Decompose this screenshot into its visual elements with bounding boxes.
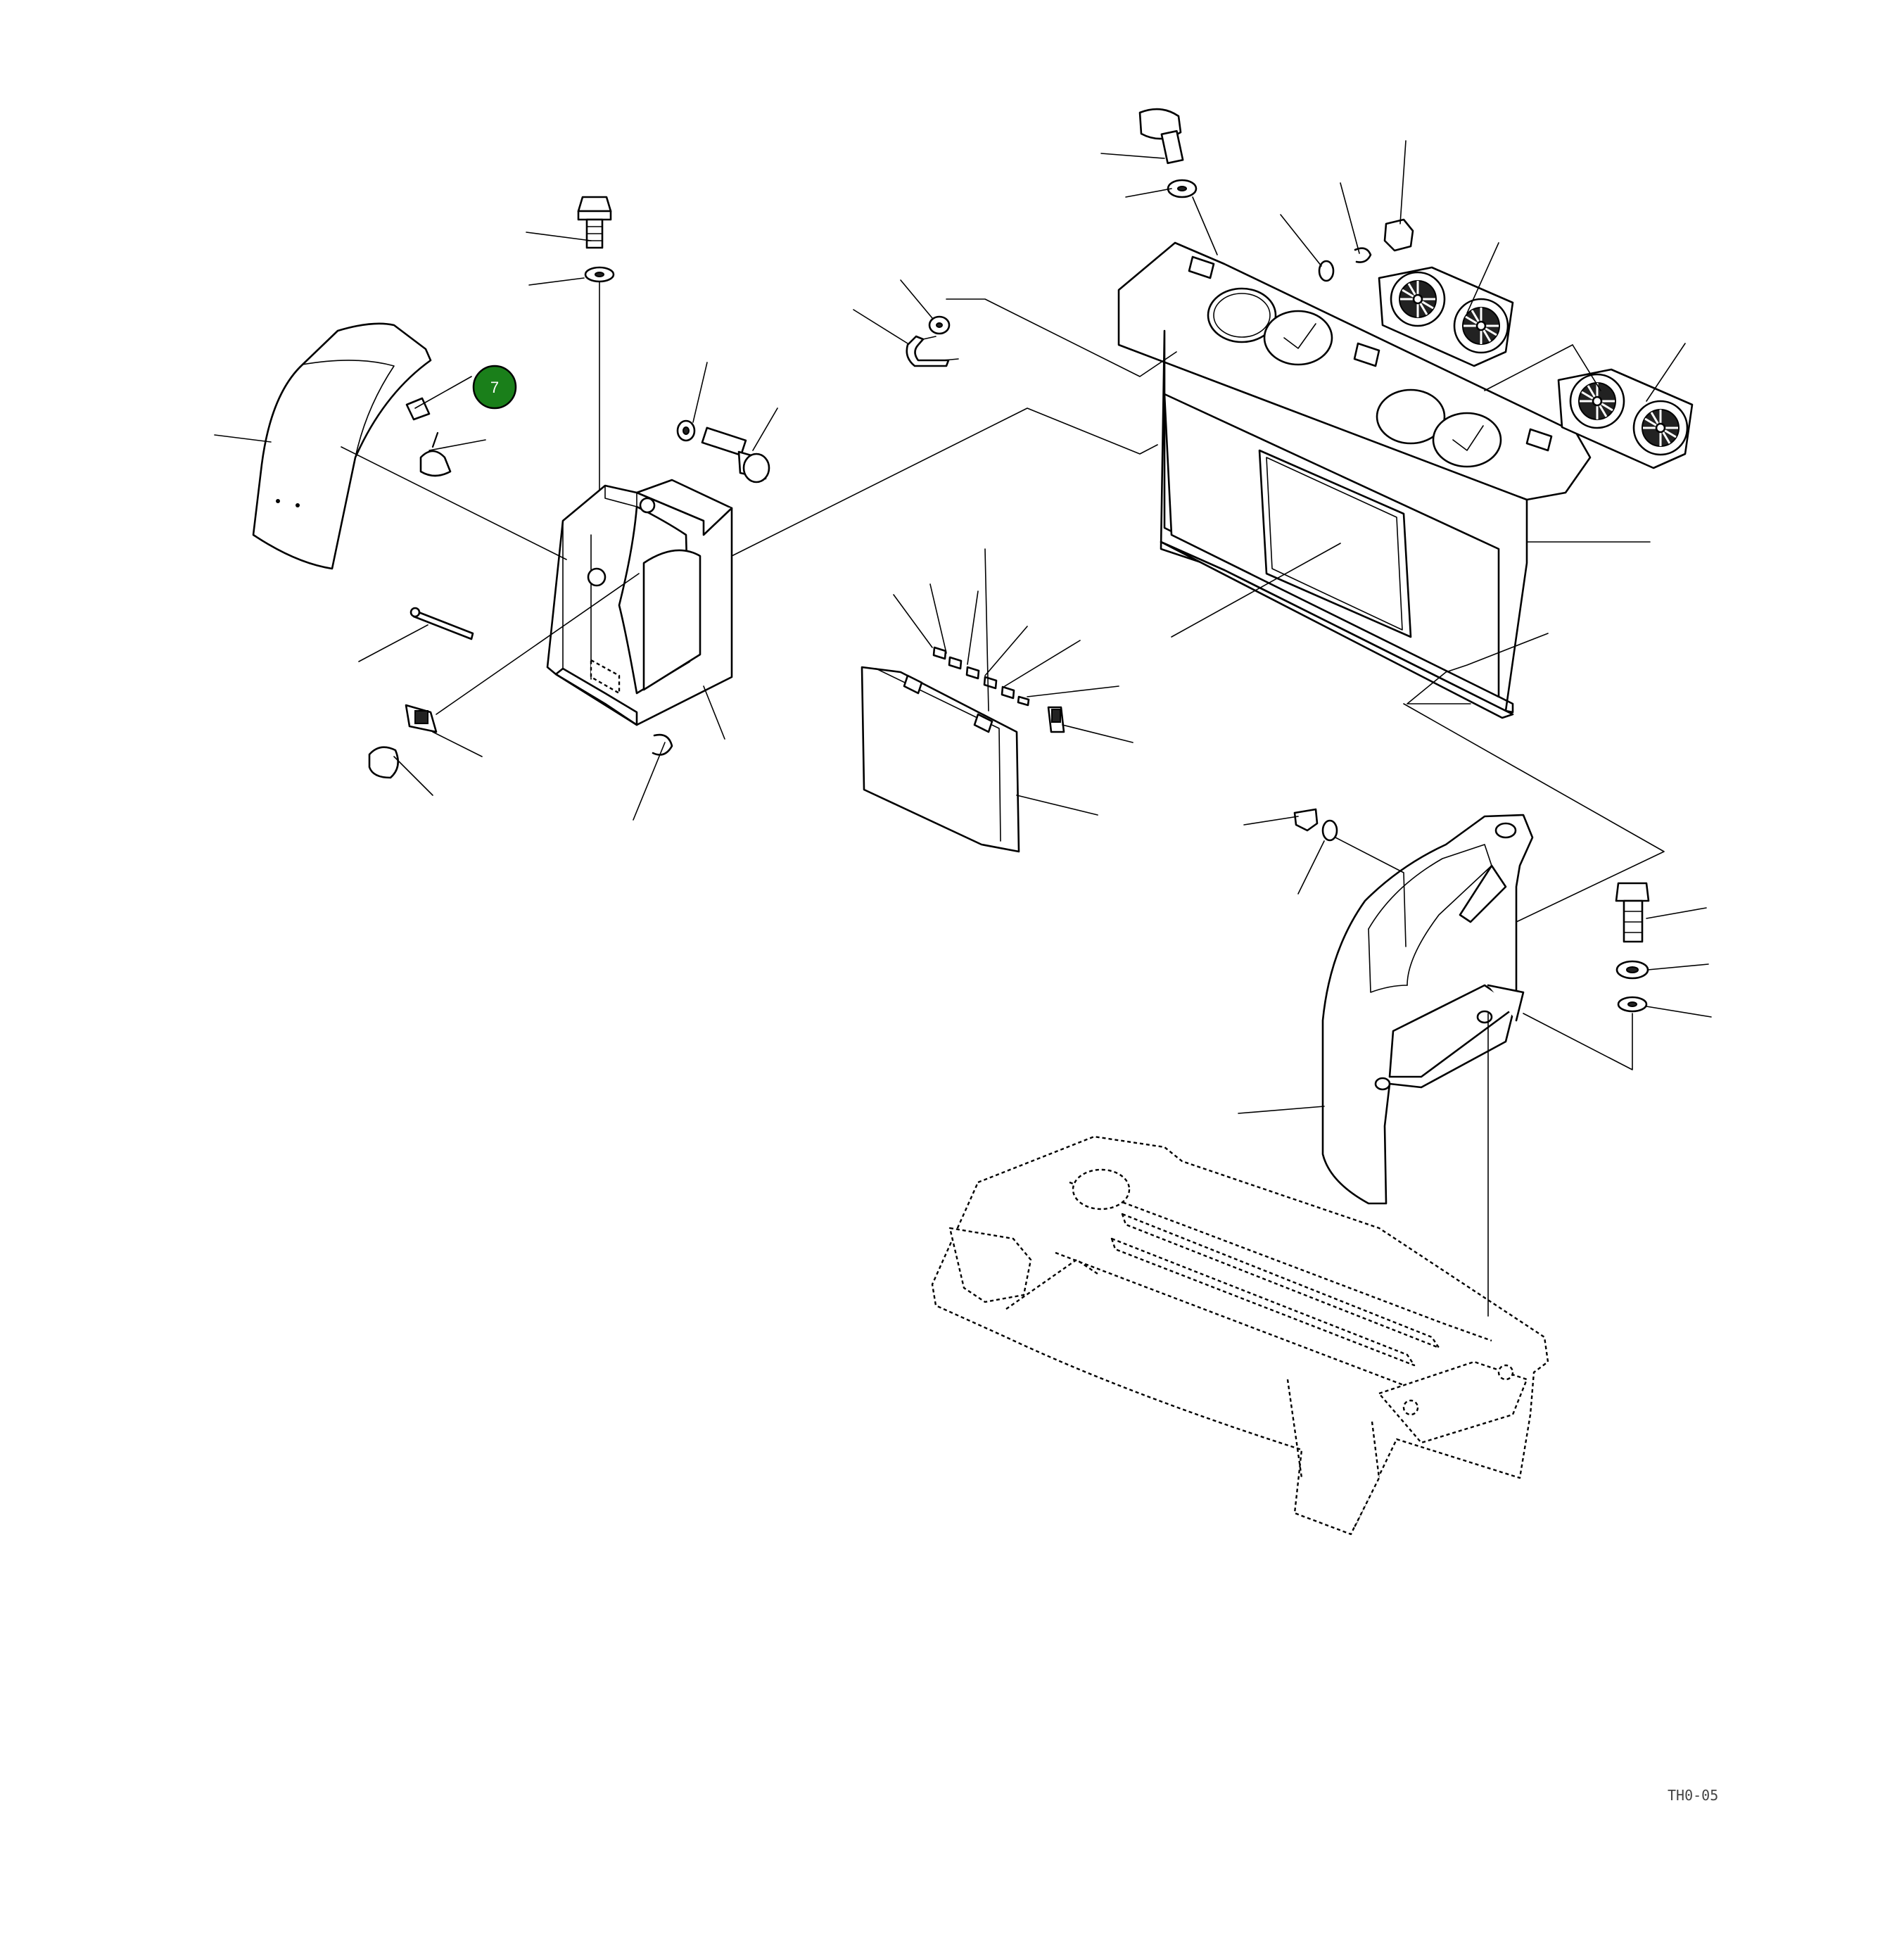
snap-ring [652, 733, 673, 756]
clip-small [405, 397, 431, 421]
drawing-ref-label: TH0-05 [1668, 1787, 1718, 1804]
gauge-3 [1376, 388, 1446, 445]
callout-number: 7 [490, 379, 499, 396]
long-pin [412, 609, 474, 640]
switch-cluster-upper [1378, 266, 1514, 367]
push-rivet [419, 450, 452, 477]
side-bracket [546, 479, 733, 726]
gauge-1 [1207, 287, 1277, 343]
console-window [1258, 449, 1412, 638]
storage-lid-group [861, 315, 1065, 853]
top-bolt [1138, 108, 1182, 140]
console-panel-group [1117, 108, 1694, 719]
u-bolt [906, 335, 950, 367]
switch-cluster-lower [1557, 368, 1694, 469]
bolt-horizontal [701, 426, 770, 483]
right-post-group [1293, 808, 1650, 1205]
gauge-2 [1263, 310, 1333, 366]
left-side-cover-group [252, 196, 770, 779]
gauge-4 [1432, 412, 1502, 468]
storage-lid [861, 666, 1020, 853]
leader-lines [214, 140, 1712, 1317]
floor-frame [931, 1135, 1549, 1536]
knob [368, 746, 399, 779]
bolt-upper [577, 196, 612, 249]
callout-7[interactable]: 7 [472, 365, 517, 410]
